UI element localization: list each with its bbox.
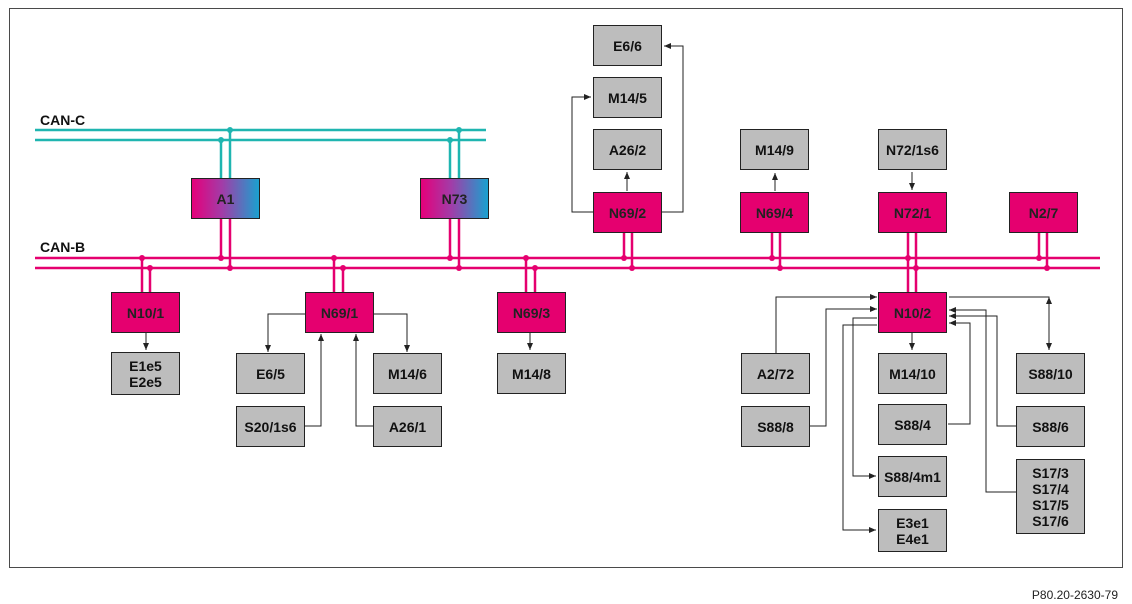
module-n72-1[interactable]: N72/1 bbox=[878, 192, 947, 233]
signal-wires bbox=[143, 43, 1052, 533]
module-n10-1-label: N10/1 bbox=[126, 304, 165, 321]
can-b-nodes bbox=[139, 255, 1050, 271]
component-a2-72-label: A2/72 bbox=[756, 365, 795, 382]
module-n69-1[interactable]: N69/1 bbox=[305, 292, 374, 333]
can-c-label: CAN-C bbox=[40, 112, 86, 128]
module-n73[interactable]: N73 bbox=[420, 178, 489, 219]
module-n10-1[interactable]: N10/1 bbox=[111, 292, 180, 333]
component-n72-1s6[interactable]: N72/1s6 bbox=[878, 129, 947, 170]
component-a26-1-label: A26/1 bbox=[388, 418, 427, 435]
component-m14-5-label: M14/5 bbox=[608, 89, 647, 106]
figure-reference: P80.20-2630-79 bbox=[1031, 588, 1118, 602]
can-b-label: CAN-B bbox=[40, 239, 86, 255]
component-e3e1-label: E3e1 bbox=[896, 514, 929, 531]
component-s17-3-label: S17/3 bbox=[1032, 464, 1069, 481]
component-a26-2-label: A26/2 bbox=[608, 141, 647, 158]
component-m14-10-label: M14/10 bbox=[889, 365, 936, 382]
component-m14-6-label: M14/6 bbox=[388, 365, 427, 382]
component-e3e1-e4e1[interactable]: E3e1 E4e1 bbox=[878, 509, 947, 552]
component-a26-2[interactable]: A26/2 bbox=[593, 129, 662, 170]
component-s17-group[interactable]: S17/3 S17/4 S17/5 S17/6 bbox=[1016, 459, 1085, 534]
module-n69-4[interactable]: N69/4 bbox=[740, 192, 809, 233]
component-s88-8[interactable]: S88/8 bbox=[741, 406, 810, 447]
can-b-bus bbox=[35, 219, 1100, 292]
module-n72-1-label: N72/1 bbox=[893, 204, 932, 221]
component-m14-9-label: M14/9 bbox=[755, 141, 794, 158]
component-e1e5-label: E1e5 bbox=[129, 357, 162, 374]
component-m14-8[interactable]: M14/8 bbox=[497, 353, 566, 394]
component-s17-4-label: S17/4 bbox=[1032, 480, 1069, 497]
component-s88-6-label: S88/6 bbox=[1032, 418, 1069, 435]
component-e6-5[interactable]: E6/5 bbox=[236, 353, 305, 394]
component-m14-10[interactable]: M14/10 bbox=[878, 353, 947, 394]
component-e1e5-e2e5[interactable]: E1e5 E2e5 bbox=[111, 352, 180, 395]
component-s17-5-label: S17/5 bbox=[1032, 496, 1069, 513]
component-s88-10[interactable]: S88/10 bbox=[1016, 353, 1085, 394]
component-s88-6[interactable]: S88/6 bbox=[1016, 406, 1085, 447]
component-s88-4-label: S88/4 bbox=[894, 416, 931, 433]
component-m14-5[interactable]: M14/5 bbox=[593, 77, 662, 118]
module-n69-3[interactable]: N69/3 bbox=[497, 292, 566, 333]
component-e2e5-label: E2e5 bbox=[129, 373, 162, 390]
module-n69-3-label: N69/3 bbox=[512, 304, 551, 321]
can-c-bus bbox=[35, 128, 486, 178]
module-n69-4-label: N69/4 bbox=[755, 204, 794, 221]
component-m14-8-label: M14/8 bbox=[512, 365, 551, 382]
component-s20-1s6-label: S20/1s6 bbox=[244, 418, 297, 435]
component-a26-1[interactable]: A26/1 bbox=[373, 406, 442, 447]
module-n69-1-label: N69/1 bbox=[320, 304, 359, 321]
module-n69-2-label: N69/2 bbox=[608, 204, 647, 221]
component-s88-10-label: S88/10 bbox=[1028, 365, 1073, 382]
module-n69-2[interactable]: N69/2 bbox=[593, 192, 662, 233]
component-s88-4[interactable]: S88/4 bbox=[878, 404, 947, 445]
component-e4e1-label: E4e1 bbox=[896, 530, 929, 547]
module-n10-2-label: N10/2 bbox=[893, 304, 932, 321]
component-e6-6[interactable]: E6/6 bbox=[593, 25, 662, 66]
can-c-nodes bbox=[218, 127, 462, 143]
module-n2-7[interactable]: N2/7 bbox=[1009, 192, 1078, 233]
module-a1-label: A1 bbox=[216, 190, 235, 207]
component-s88-4m1[interactable]: S88/4m1 bbox=[878, 456, 947, 497]
component-e6-5-label: E6/5 bbox=[256, 365, 285, 382]
component-a2-72[interactable]: A2/72 bbox=[741, 353, 810, 394]
component-s88-8-label: S88/8 bbox=[757, 418, 794, 435]
component-m14-6[interactable]: M14/6 bbox=[373, 353, 442, 394]
component-n72-1s6-label: N72/1s6 bbox=[886, 141, 939, 158]
component-s17-6-label: S17/6 bbox=[1032, 512, 1069, 529]
component-m14-9[interactable]: M14/9 bbox=[740, 129, 809, 170]
module-n73-label: N73 bbox=[441, 190, 468, 207]
component-s20-1s6[interactable]: S20/1s6 bbox=[236, 406, 305, 447]
module-a1[interactable]: A1 bbox=[191, 178, 260, 219]
component-e6-6-label: E6/6 bbox=[613, 37, 642, 54]
component-s88-4m1-label: S88/4m1 bbox=[884, 468, 941, 485]
module-n2-7-label: N2/7 bbox=[1028, 204, 1059, 221]
module-n10-2[interactable]: N10/2 bbox=[878, 292, 947, 333]
